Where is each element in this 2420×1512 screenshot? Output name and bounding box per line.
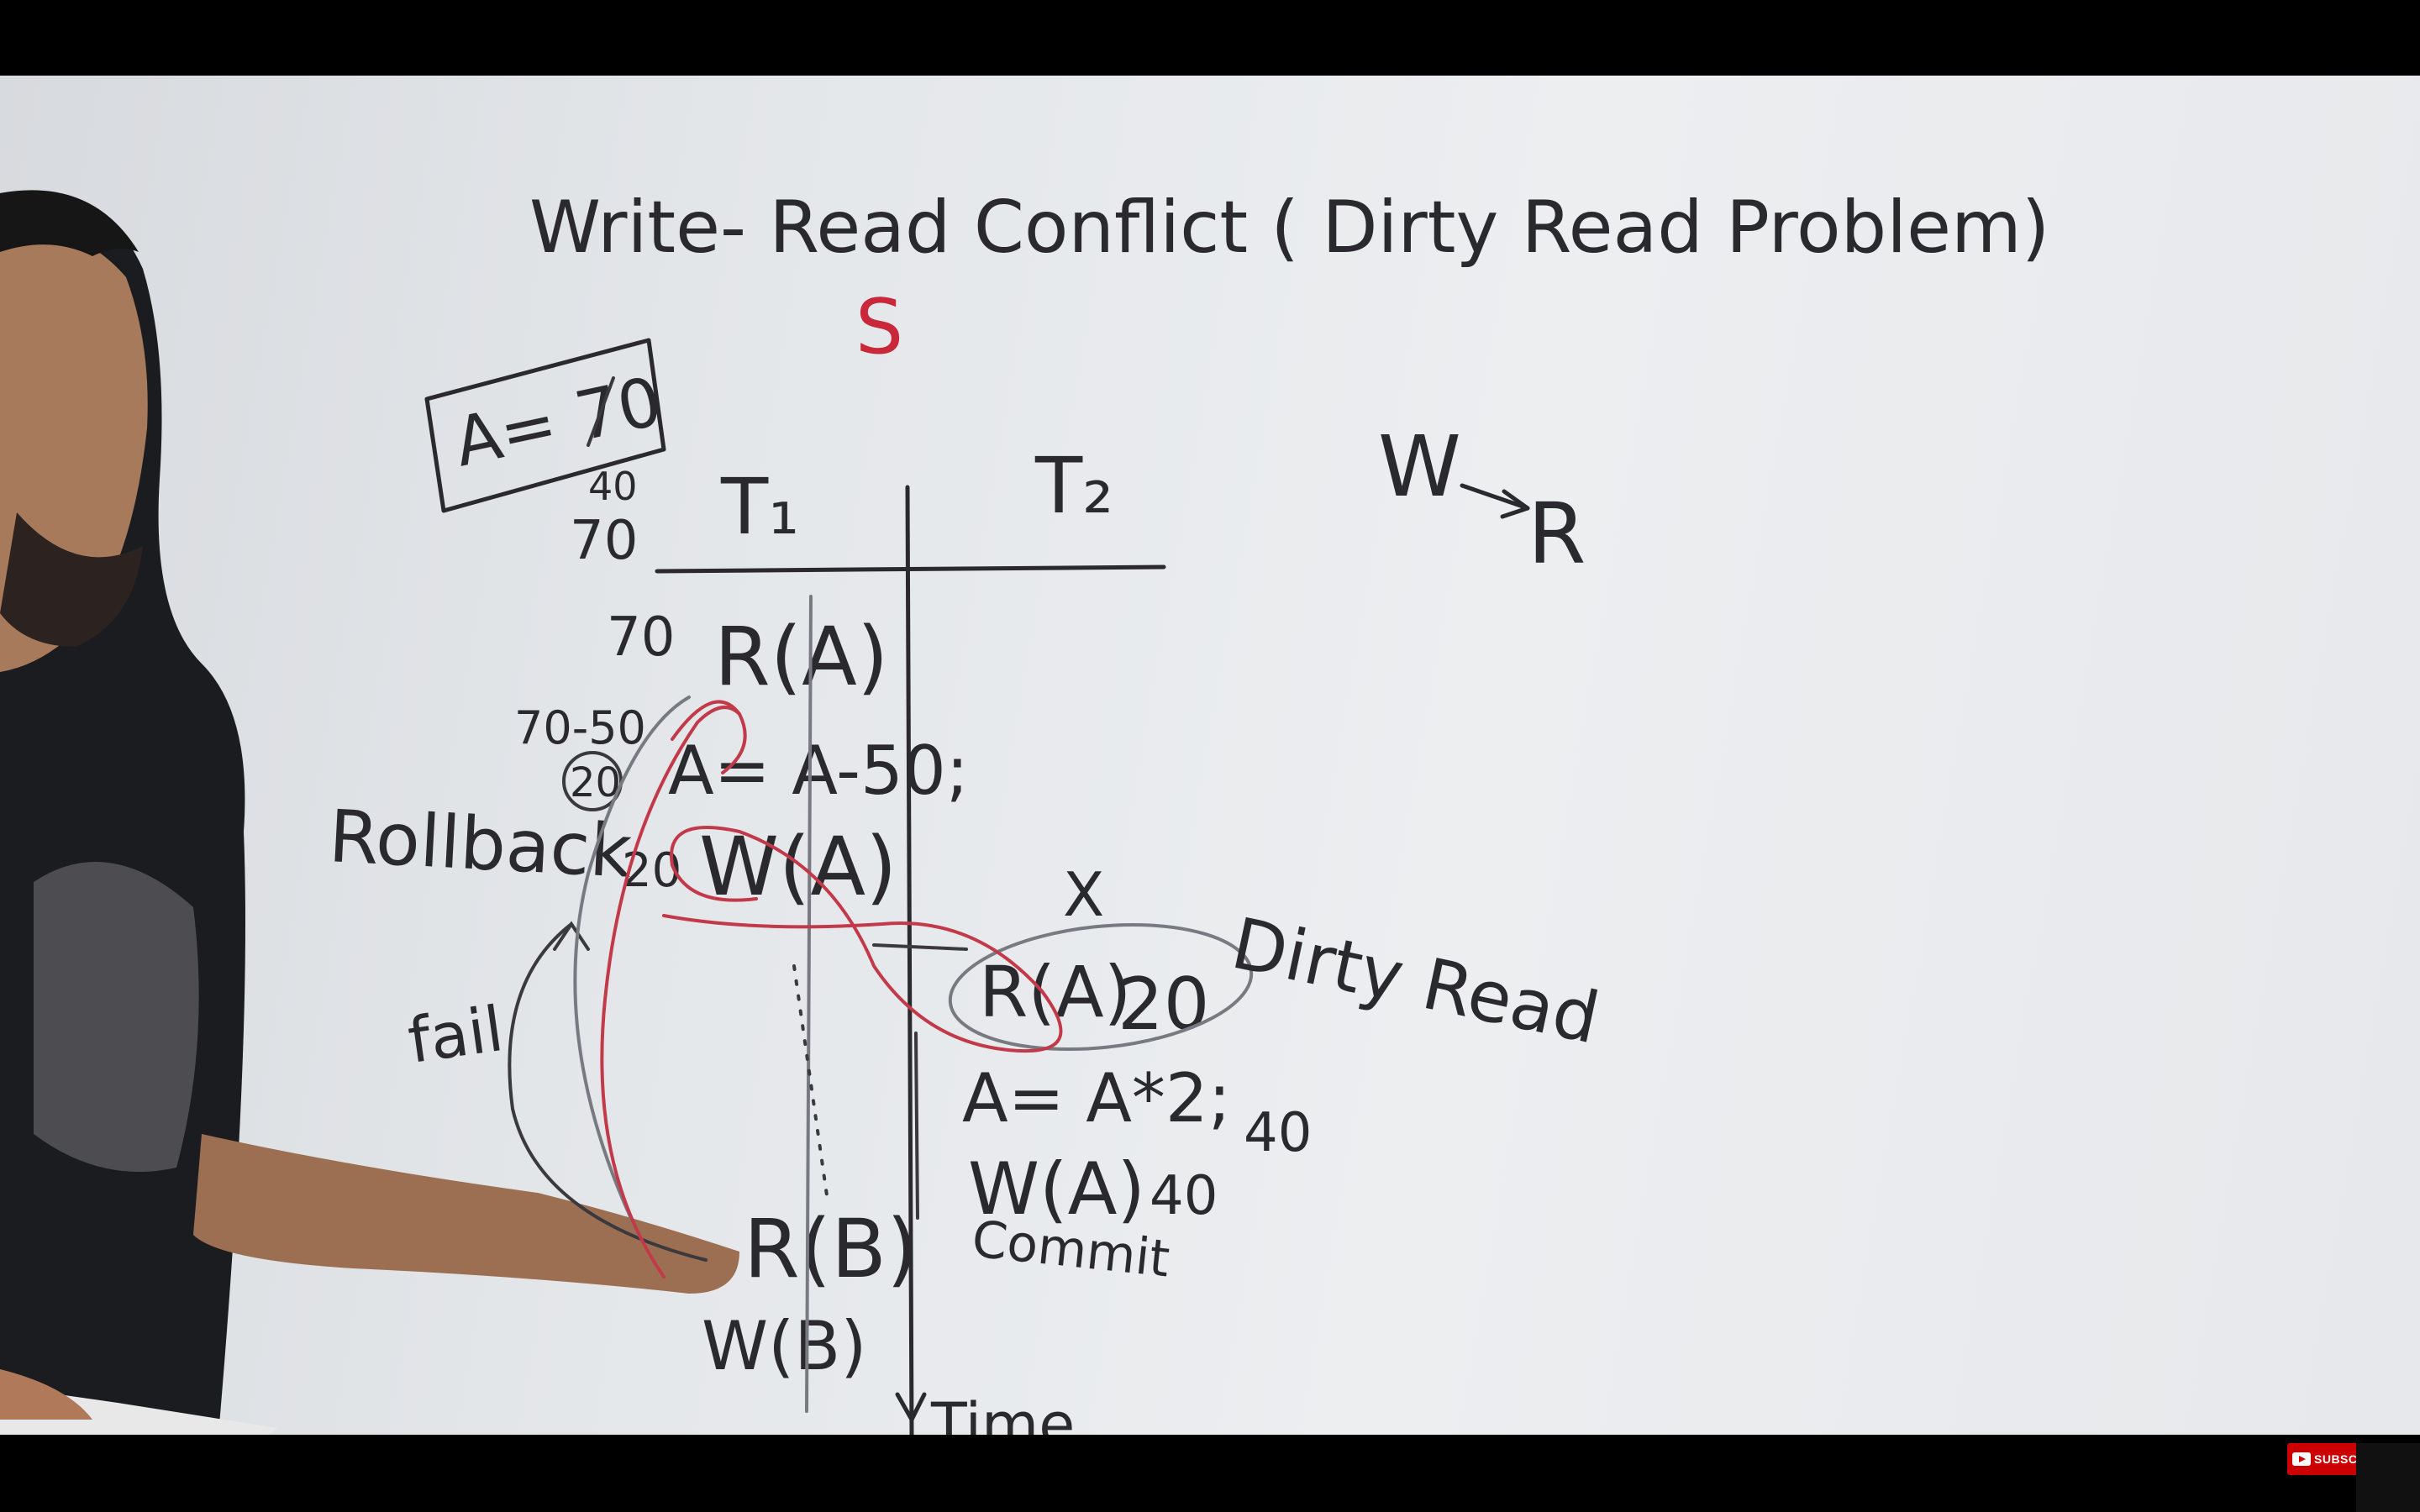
time-label: Time xyxy=(930,1390,1075,1435)
player-corner-overlay xyxy=(2356,1443,2420,1512)
rollback-curve xyxy=(573,696,691,1236)
red-loop-write-read xyxy=(662,826,1063,1053)
video-frame[interactable]: Write- Read Conflict ( Dirty Read Proble… xyxy=(0,76,2420,1435)
column-t1: T₁ xyxy=(720,462,799,552)
wr-arrow xyxy=(1460,483,1530,511)
rollback-label: Rollback xyxy=(327,795,634,895)
video-letterbox-bottom xyxy=(0,1435,2420,1512)
time-arrow-head xyxy=(895,1392,927,1422)
t2-read-value: 20 xyxy=(1118,963,1209,1047)
side-value-70: 70 xyxy=(570,510,638,572)
t2-cross: X xyxy=(1063,859,1104,930)
t1-read-b: R(B) xyxy=(744,1202,918,1296)
t1-timeline xyxy=(805,595,813,1413)
schedule-label: S xyxy=(855,283,903,371)
t1-read-a: R(A) xyxy=(714,610,888,704)
subscribe-button[interactable]: SUBSCRIBE xyxy=(2287,1443,2360,1475)
t1-circled-value: 20 xyxy=(570,759,621,806)
t1-write-a: W(A) xyxy=(699,820,897,914)
t1-read-value: 70 xyxy=(607,606,675,669)
whiteboard: Write- Read Conflict ( Dirty Read Proble… xyxy=(0,186,2049,1435)
dirty-read-label: Dirty Read xyxy=(1225,902,1607,1060)
t1-write-b: W(B) xyxy=(702,1307,866,1385)
t1-calc: 70-50 xyxy=(514,701,646,754)
dirty-read-ellipse xyxy=(948,922,1254,1052)
subscribe-label: SUBSCRIBE xyxy=(2314,1452,2360,1466)
wr-w: W xyxy=(1378,417,1461,516)
red-rollback-path xyxy=(600,706,741,1278)
t2-assign: A= A*2; xyxy=(962,1059,1231,1137)
t2-write-a: W(A) xyxy=(968,1147,1145,1231)
t2-write-value: 40 xyxy=(1150,1165,1218,1227)
wr-r: R xyxy=(1528,485,1586,583)
video-letterbox-top xyxy=(0,0,2420,76)
youtube-play-icon xyxy=(2292,1452,2311,1466)
schedule-divider xyxy=(905,485,914,1435)
t2-assign-value: 40 xyxy=(1244,1102,1312,1164)
fail-label: fail xyxy=(404,993,508,1078)
t2-read-a: R(A) xyxy=(979,951,1131,1033)
presenter xyxy=(0,190,739,1435)
side-value-40: 40 xyxy=(588,464,638,509)
board-title: Write- Read Conflict ( Dirty Read Proble… xyxy=(529,186,2049,270)
t1-assign: A= A-50; xyxy=(668,732,969,810)
fail-arrow xyxy=(508,922,708,1262)
column-t2: T₂ xyxy=(1034,441,1113,531)
header-rule xyxy=(655,564,1166,574)
t1-gap-dots xyxy=(792,964,829,1203)
